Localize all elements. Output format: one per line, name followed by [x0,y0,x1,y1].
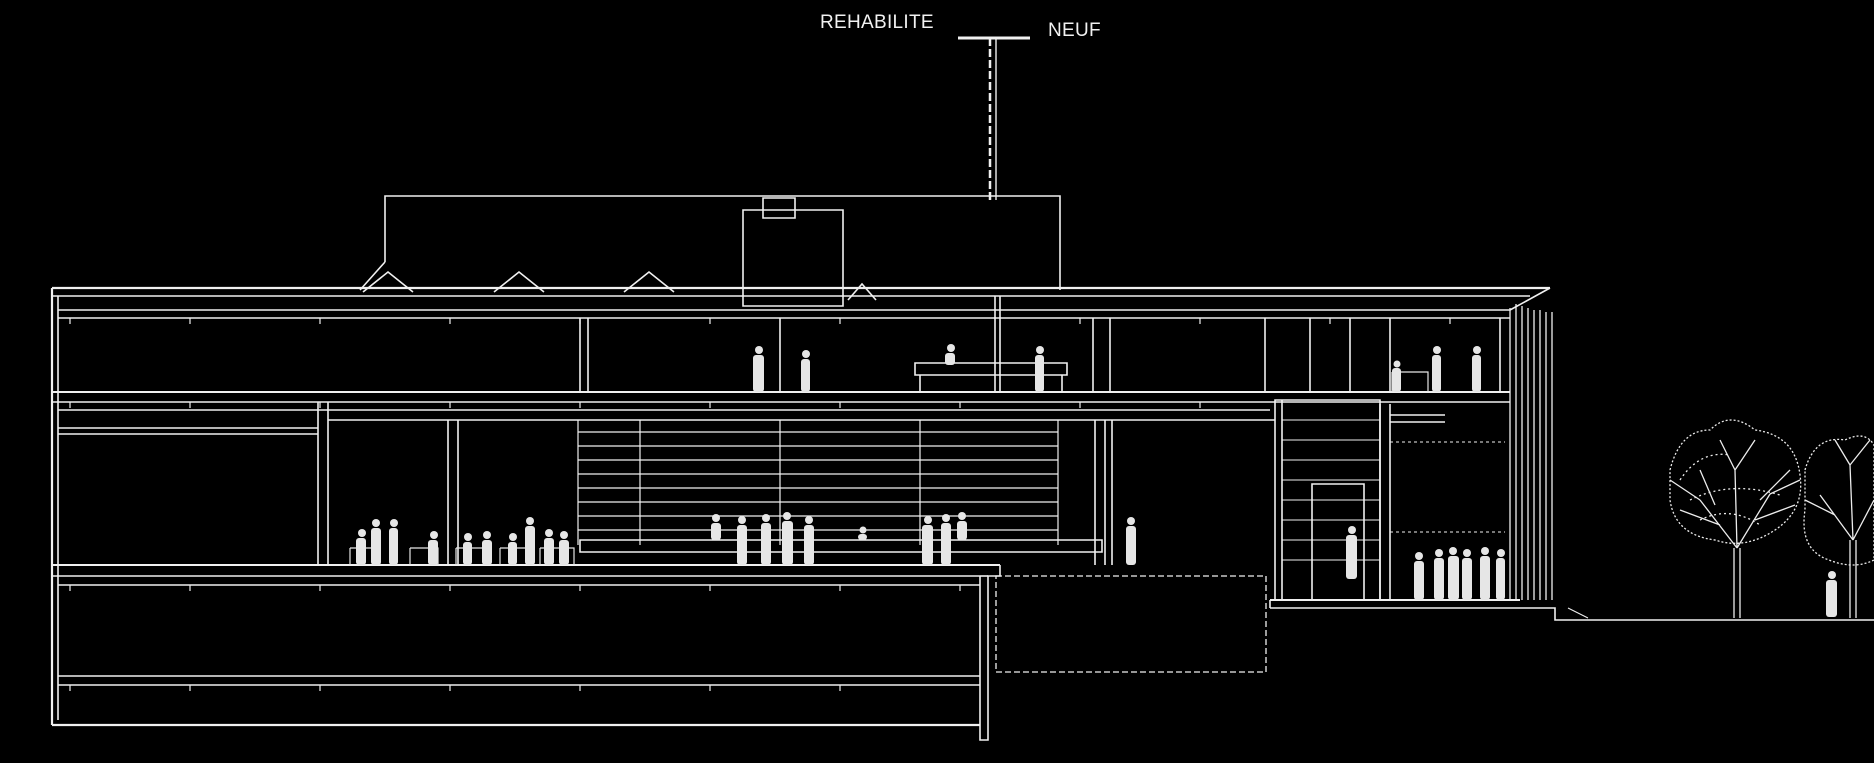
right-wing [1270,304,1874,620]
furniture [350,372,1428,565]
divider-mast [958,38,1030,200]
beam-ticks [70,318,1450,691]
basement-extension [996,576,1266,672]
figures-upper-floor [753,344,1481,392]
figures-main-floor [356,512,1136,565]
tree-right [1804,436,1874,618]
label-new: NEUF [1048,20,1101,41]
tree-left [1670,420,1801,618]
trees [1670,420,1874,618]
interior-partitions [58,296,1500,565]
building-linework [52,38,1874,740]
people-figures [356,344,1837,617]
atrium-steps [578,420,1112,565]
figures-right-wing [1346,526,1837,617]
upper-roof [360,196,1060,306]
label-existing: REHABILITE [820,12,934,33]
main-outline [52,288,1550,740]
